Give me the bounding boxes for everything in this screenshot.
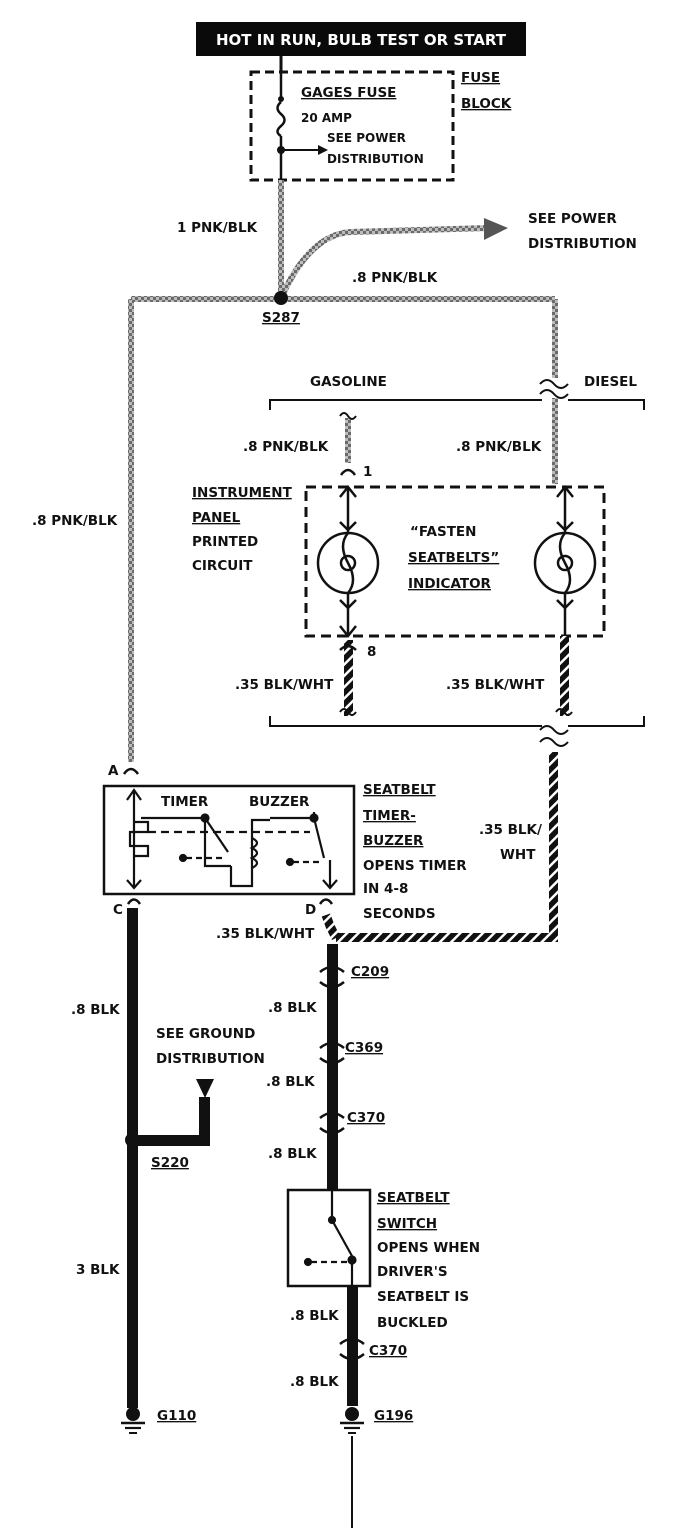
wire-8pnk-diesel-label: .8 PNK/BLK bbox=[456, 439, 542, 455]
arrow-power-distribution-icon bbox=[484, 218, 508, 240]
switch-label-6: BUCKLED bbox=[377, 1315, 448, 1331]
wire-blk-mid bbox=[327, 944, 338, 1190]
ipc-label-3: PRINTED bbox=[192, 534, 258, 550]
ground-ref-1: SEE GROUND bbox=[156, 1026, 255, 1042]
splice-s287-label: S287 bbox=[262, 310, 300, 326]
wire-8blk-sw-label: .8 BLK bbox=[290, 1308, 339, 1324]
fuse-name: GAGES FUSE bbox=[301, 85, 396, 101]
wire-8pnk-left-label: .8 PNK/BLK bbox=[32, 513, 118, 529]
ipc-label-1: INSTRUMENT bbox=[192, 485, 293, 501]
indicator-label-2: SEATBELTS” bbox=[408, 550, 499, 566]
indicator-label-3: INDICATOR bbox=[408, 576, 492, 592]
option-bracket-top bbox=[269, 399, 645, 410]
timer-buzzer-internals bbox=[126, 788, 338, 890]
wire-35-left-label: .35 BLK/WHT bbox=[235, 677, 334, 693]
pin-d: D bbox=[305, 902, 316, 918]
fuse-see-power-2: DISTRIBUTION bbox=[327, 152, 424, 166]
fuse-block-label-2: BLOCK bbox=[461, 96, 512, 112]
wire-8blk-a-label: .8 BLK bbox=[268, 1000, 317, 1016]
switch-label-1: SEATBELT bbox=[377, 1190, 450, 1206]
header-bar bbox=[196, 22, 526, 56]
wire-ground-stub-h bbox=[132, 1135, 210, 1146]
wire-35-right-label: .35 BLK/WHT bbox=[446, 677, 545, 693]
tb-label-3: BUZZER bbox=[363, 833, 424, 849]
tb-label-5: IN 4-8 bbox=[363, 881, 408, 897]
switch-label-5: SEATBELT IS bbox=[377, 1289, 469, 1305]
power-ref-1: SEE POWER bbox=[528, 211, 617, 227]
indicator-label-1: “FASTEN bbox=[410, 524, 476, 540]
power-ref-2: DISTRIBUTION bbox=[528, 236, 637, 252]
tb-label-1: SEATBELT bbox=[363, 782, 436, 798]
switch-label-4: DRIVER'S bbox=[377, 1264, 448, 1280]
option-bracket-bottom bbox=[269, 716, 645, 727]
connector-c369: C369 bbox=[345, 1040, 383, 1056]
wire-3blk-label: 3 BLK bbox=[76, 1262, 120, 1278]
fuse-block-label-1: FUSE bbox=[461, 70, 500, 86]
wire-8blk-c-label: .8 BLK bbox=[71, 1002, 120, 1018]
wire-8blk-c370-label: .8 BLK bbox=[268, 1146, 317, 1162]
wire-8blk-g196-label: .8 BLK bbox=[290, 1374, 339, 1390]
timer-label: TIMER bbox=[161, 794, 209, 810]
seatbelt-switch-box bbox=[286, 1188, 372, 1288]
tb-label-6: SECONDS bbox=[363, 906, 436, 922]
wire-8pnk-top-label: .8 PNK/BLK bbox=[352, 270, 438, 286]
splice-s287-dot bbox=[274, 291, 288, 305]
option-diesel: DIESEL bbox=[584, 374, 637, 390]
seatbelt-switch-contacts bbox=[303, 1190, 357, 1286]
fuse-see-power-1: SEE POWER bbox=[327, 131, 406, 145]
ground-g110-label: G110 bbox=[157, 1408, 196, 1424]
bulb-diesel bbox=[533, 484, 597, 636]
option-gasoline: GASOLINE bbox=[310, 374, 387, 390]
connector-c209: C209 bbox=[351, 964, 389, 980]
ground-g196-icon bbox=[340, 1407, 364, 1528]
arrow-right-icon bbox=[318, 145, 328, 155]
ground-g110-icon bbox=[121, 1407, 145, 1434]
buzzer-label: BUZZER bbox=[249, 794, 310, 810]
switch-label-3: OPENS WHEN bbox=[377, 1240, 480, 1256]
wire-8pnk-gas-label: .8 PNK/BLK bbox=[243, 439, 329, 455]
bulb-gasoline bbox=[316, 484, 380, 639]
fuse-symbol bbox=[276, 101, 286, 138]
wire-35-side-label-2: WHT bbox=[500, 847, 536, 863]
timer-buzzer-box bbox=[102, 784, 356, 896]
pin-8: 8 bbox=[367, 644, 376, 660]
wire-35-side bbox=[549, 752, 558, 942]
tb-label-2: TIMER- bbox=[363, 808, 416, 824]
connector-c370a: C370 bbox=[347, 1110, 385, 1126]
pin-c: C bbox=[113, 902, 123, 918]
pin-1: 1 bbox=[363, 464, 372, 480]
header-title: HOT IN RUN, BULB TEST OR START bbox=[216, 31, 507, 49]
wire-35-left bbox=[344, 640, 353, 716]
pin-a: A bbox=[108, 763, 119, 779]
splice-s220-label: S220 bbox=[151, 1155, 189, 1171]
wire-blk-left bbox=[127, 908, 138, 1408]
wire-35-right bbox=[560, 636, 569, 716]
ground-g196-label: G196 bbox=[374, 1408, 413, 1424]
pnk-blk-wires bbox=[128, 180, 558, 762]
connector-c370b: C370 bbox=[369, 1343, 407, 1359]
wire-blk-bottom bbox=[347, 1286, 358, 1406]
fuse-rating: 20 AMP bbox=[301, 111, 352, 125]
fuse-block-box bbox=[249, 70, 455, 182]
ipc-label-2: PANEL bbox=[192, 510, 241, 526]
wire-8blk-b-label: .8 BLK bbox=[266, 1074, 315, 1090]
switch-label-2: SWITCH bbox=[377, 1216, 437, 1232]
ground-ref-2: DISTRIBUTION bbox=[156, 1051, 265, 1067]
ipc-label-4: CIRCUIT bbox=[192, 558, 253, 574]
tb-label-4: OPENS TIMER bbox=[363, 858, 467, 874]
instrument-panel-box bbox=[304, 485, 606, 638]
wire-35-d-label: .35 BLK/WHT bbox=[216, 926, 315, 942]
wire-35-side-label-1: .35 BLK/ bbox=[479, 822, 542, 838]
wire-1pnk-label: 1 PNK/BLK bbox=[177, 220, 258, 236]
wire-35-bottom-h bbox=[336, 933, 558, 942]
ground-ref-arrow-icon bbox=[196, 1079, 214, 1098]
wire-ground-stub-v bbox=[199, 1097, 210, 1145]
